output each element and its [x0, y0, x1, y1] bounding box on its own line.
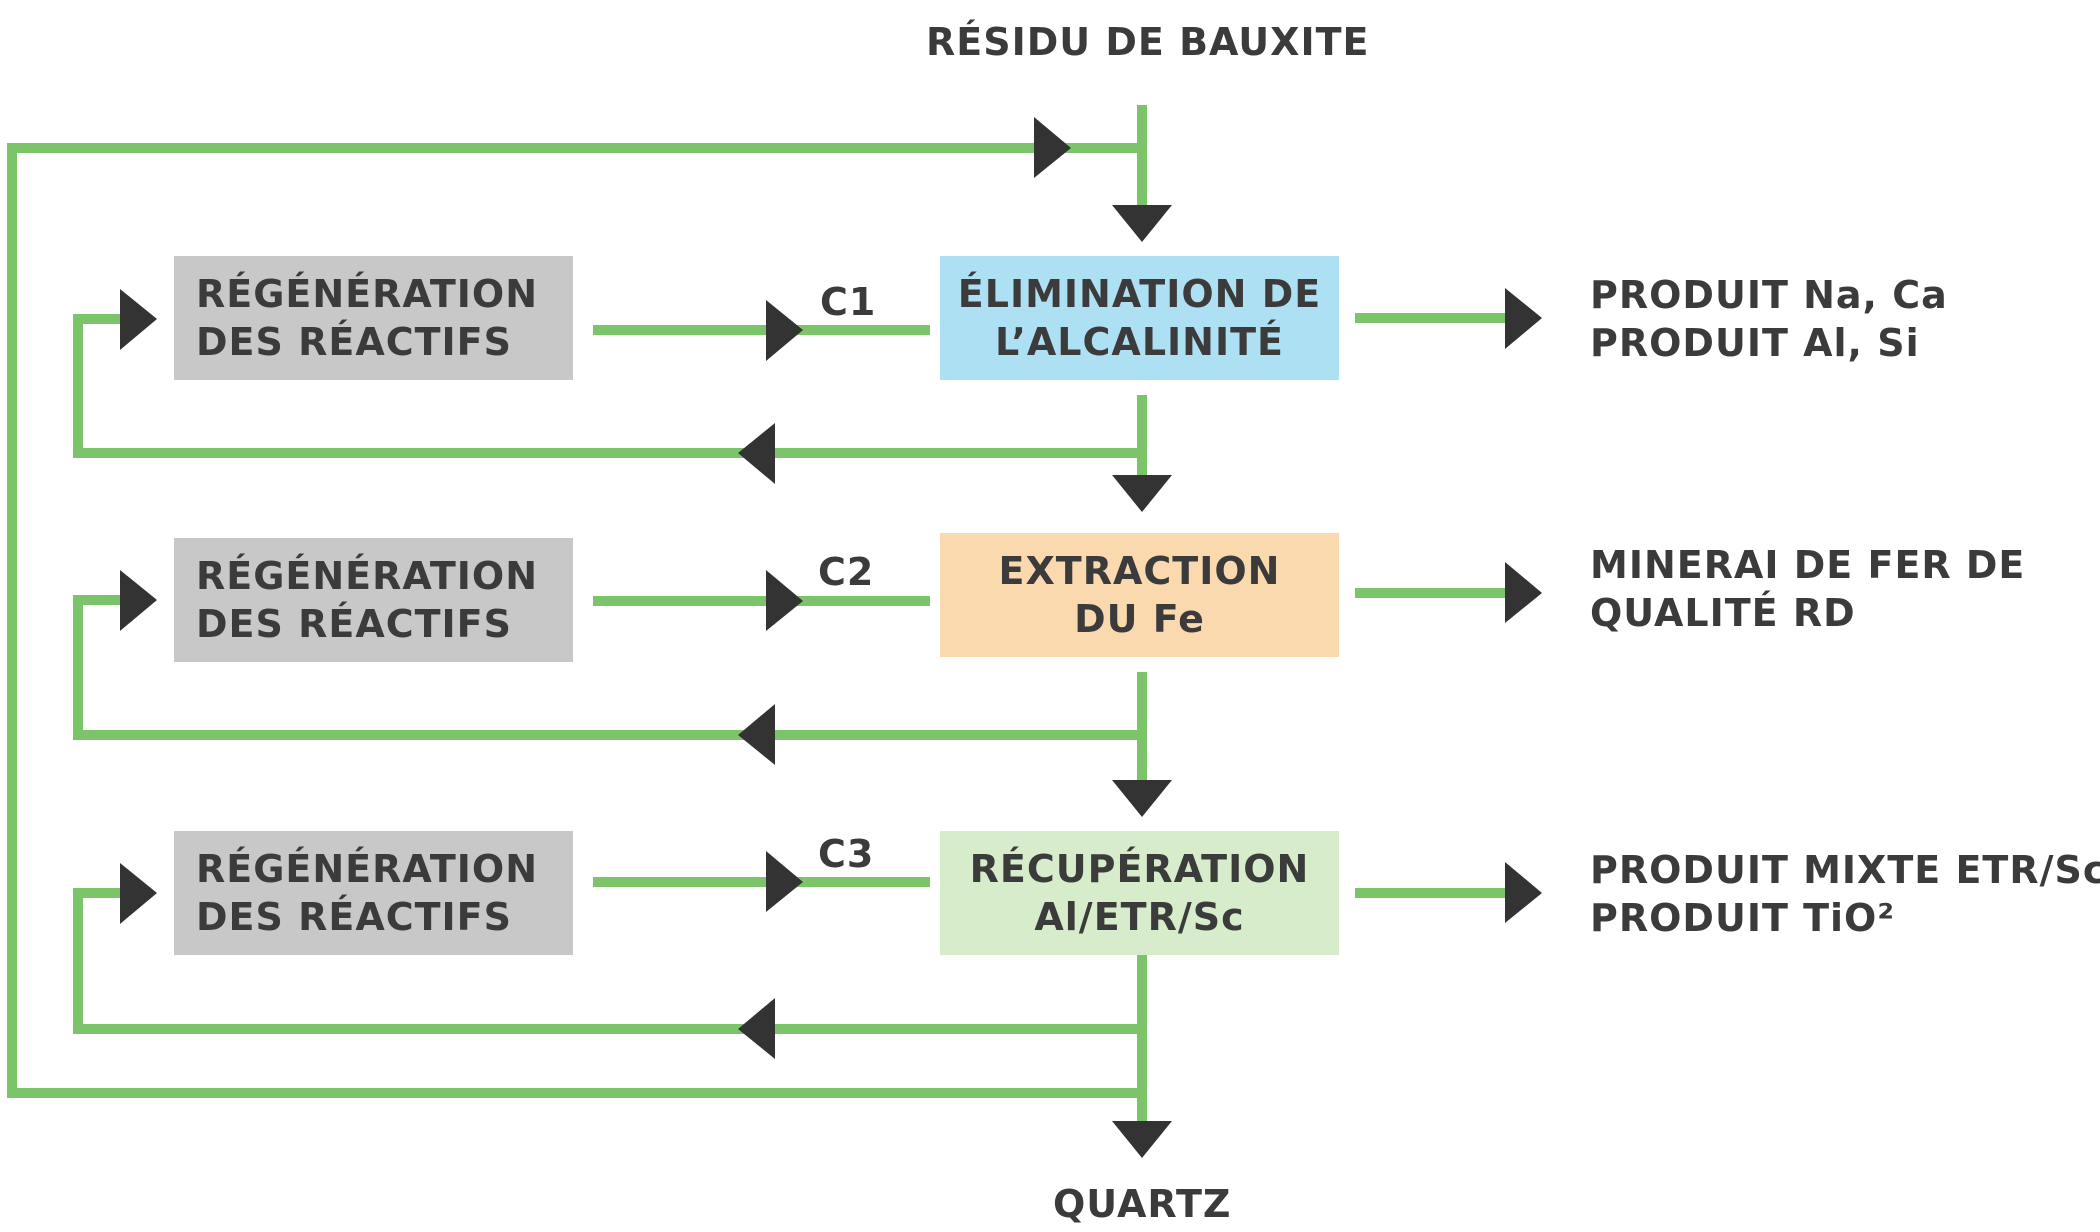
- process-box-2-line-1: EXTRACTION: [998, 549, 1281, 593]
- reagent-box-3-line-1: RÉGÉNÉRATION: [196, 847, 539, 891]
- recycle-loop-1: [73, 314, 1142, 458]
- arrow-left-recycle-2: [738, 704, 775, 765]
- connector-label-c3: C3: [818, 832, 875, 876]
- arrow-right-into-reagent-1: [120, 289, 157, 350]
- process-box-al-ree-sc-recovery: RÉCUPÉRATION Al/ETR/Sc: [940, 831, 1339, 955]
- product-3-line-2: PRODUIT TiO²: [1590, 896, 1895, 940]
- connector-label-c1: C1: [820, 280, 877, 324]
- process-box-3-line-1: RÉCUPÉRATION: [969, 847, 1310, 891]
- flow-lines: [7, 105, 1510, 1128]
- product-2-line-2: QUALITÉ RD: [1590, 591, 1856, 635]
- product-label-1: PRODUIT Na, Ca PRODUIT Al, Si: [1590, 271, 1948, 367]
- reagent-regeneration-box-3: RÉGÉNÉRATION DES RÉACTIFS: [174, 831, 573, 955]
- reagent-box-3-line-2: DES RÉACTIFS: [196, 895, 512, 939]
- arrow-right-c3: [766, 851, 803, 912]
- arrow-down-into-stage-1: [1112, 205, 1172, 242]
- output-label: QUARTZ: [1053, 1182, 1232, 1226]
- outer-recycle-loop: [7, 143, 1142, 1098]
- arrow-right-c1: [766, 300, 803, 361]
- reagent-regeneration-box-2: RÉGÉNÉRATION DES RÉACTIFS: [174, 538, 573, 662]
- product-3-line-1: PRODUIT MIXTE ETR/Sc: [1590, 848, 2100, 892]
- recycle-loop-2: [73, 595, 1142, 740]
- arrow-right-recycle-entry: [1034, 117, 1071, 178]
- arrow-right-into-reagent-2: [120, 570, 157, 631]
- arrow-right-c2: [766, 570, 803, 631]
- arrow-right-product-2: [1505, 562, 1542, 623]
- arrow-down-into-stage-3: [1112, 780, 1172, 817]
- reagent-box-1-line-2: DES RÉACTIFS: [196, 320, 512, 364]
- process-box-alkalinity-removal: ÉLIMINATION DE L’ALCALINITÉ: [940, 256, 1339, 380]
- process-box-3-line-2: Al/ETR/Sc: [1034, 895, 1245, 939]
- arrow-right-into-reagent-3: [120, 863, 157, 924]
- reagent-box-2-line-1: RÉGÉNÉRATION: [196, 554, 539, 598]
- arrow-right-product-1: [1505, 288, 1542, 349]
- input-label: RÉSIDU DE BAUXITE: [926, 20, 1370, 64]
- recycle-loop-3: [73, 888, 1142, 1034]
- product-label-2: MINERAI DE FER DE QUALITÉ RD: [1590, 541, 2025, 637]
- product-1-line-1: PRODUIT Na, Ca: [1590, 273, 1948, 317]
- arrow-down-into-stage-2: [1112, 475, 1172, 512]
- arrow-down-to-quartz: [1112, 1121, 1172, 1158]
- arrow-left-recycle-3: [738, 998, 775, 1059]
- flow-arrows: [120, 117, 1542, 1158]
- reagent-box-1-line-1: RÉGÉNÉRATION: [196, 272, 539, 316]
- process-box-iron-extraction: EXTRACTION DU Fe: [940, 533, 1339, 657]
- process-box-2-line-2: DU Fe: [1074, 597, 1205, 641]
- process-box-1-line-1: ÉLIMINATION DE: [957, 272, 1322, 316]
- reagent-box-2-line-2: DES RÉACTIFS: [196, 602, 512, 646]
- product-2-line-1: MINERAI DE FER DE: [1590, 543, 2026, 587]
- arrow-right-product-3: [1505, 862, 1542, 923]
- process-box-1-line-2: L’ALCALINITÉ: [994, 320, 1284, 364]
- product-1-line-2: PRODUIT Al, Si: [1590, 321, 1920, 365]
- reagent-regeneration-box-1: RÉGÉNÉRATION DES RÉACTIFS: [174, 256, 573, 380]
- arrow-left-recycle-1: [738, 423, 775, 484]
- connector-label-c2: C2: [818, 550, 875, 594]
- product-label-3: PRODUIT MIXTE ETR/Sc PRODUIT TiO²: [1590, 846, 2100, 942]
